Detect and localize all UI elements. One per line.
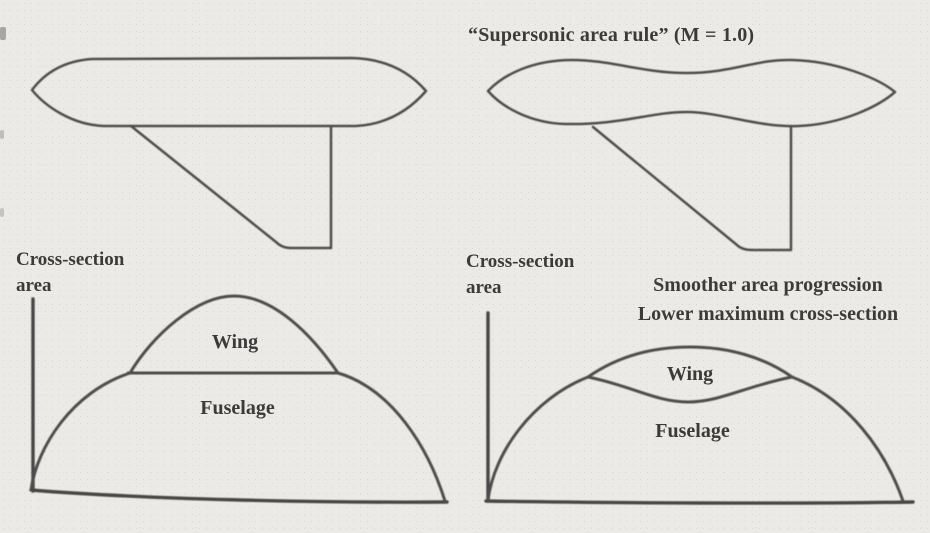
right-plot-fuselage-label: Fuselage bbox=[655, 420, 730, 442]
left-plot-wing-label: Wing bbox=[211, 331, 259, 353]
area-ruled-wing-outline bbox=[591, 125, 793, 252]
right-plot-wing-label: Wing bbox=[666, 363, 714, 385]
left-plot-y-axis-label-line1: Cross-section bbox=[16, 249, 125, 270]
left-plot-fuselage-curve bbox=[29, 371, 447, 503]
left-plot-y-axis-label: Cross-section area bbox=[16, 247, 124, 299]
baseline-fuselage-outline bbox=[30, 56, 428, 128]
right-plot-annotation: Smoother area progression Lower maximum … bbox=[600, 271, 930, 329]
figure-title: “Supersonic area rule” (M = 1.0) bbox=[468, 24, 755, 46]
right-plot-x-axis bbox=[484, 499, 915, 505]
left-plot-y-axis-label-line2: area bbox=[16, 275, 52, 296]
left-plot-fuselage-label: Fuselage bbox=[200, 397, 275, 419]
annotation-line1: Smoother area progression bbox=[653, 274, 883, 296]
right-plot-y-axis-label-line1: Cross-section bbox=[466, 251, 575, 272]
left-plot-x-axis bbox=[29, 488, 449, 504]
annotation-line2: Lower maximum cross-section bbox=[637, 303, 899, 325]
right-plot-fuselage-curve bbox=[486, 375, 905, 503]
right-plot-y-axis-label: Cross-section area bbox=[466, 249, 574, 301]
left-plot-wing-bump-curve bbox=[128, 294, 340, 375]
baseline-wing-outline bbox=[129, 124, 333, 250]
scan-artifact bbox=[0, 130, 4, 139]
area-ruled-fuselage-outline bbox=[486, 58, 897, 128]
scan-artifact bbox=[0, 27, 6, 40]
right-plot-y-axis-label-line2: area bbox=[466, 277, 502, 298]
scan-artifact bbox=[0, 208, 4, 217]
right-plot-wing-envelope-curve bbox=[586, 345, 794, 379]
